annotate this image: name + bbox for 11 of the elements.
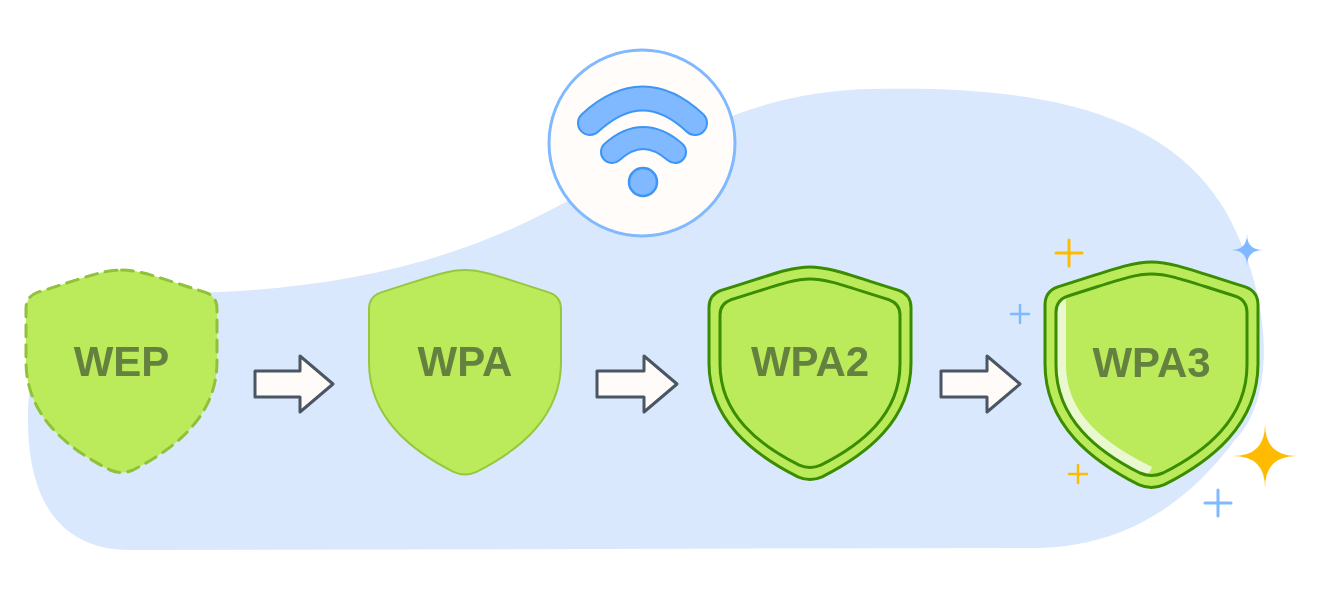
block-arrow [253, 354, 335, 414]
shield [24, 268, 219, 475]
shield-label: WPA2 [749, 338, 871, 386]
shield-label: WPA3 [1091, 339, 1212, 387]
shield [1043, 260, 1260, 490]
block-arrow [939, 354, 1022, 414]
shield-label: WEP [72, 338, 171, 386]
block-arrow [595, 354, 679, 414]
shield [367, 268, 563, 477]
shield [707, 265, 913, 482]
shield-label: WPA [416, 338, 514, 386]
